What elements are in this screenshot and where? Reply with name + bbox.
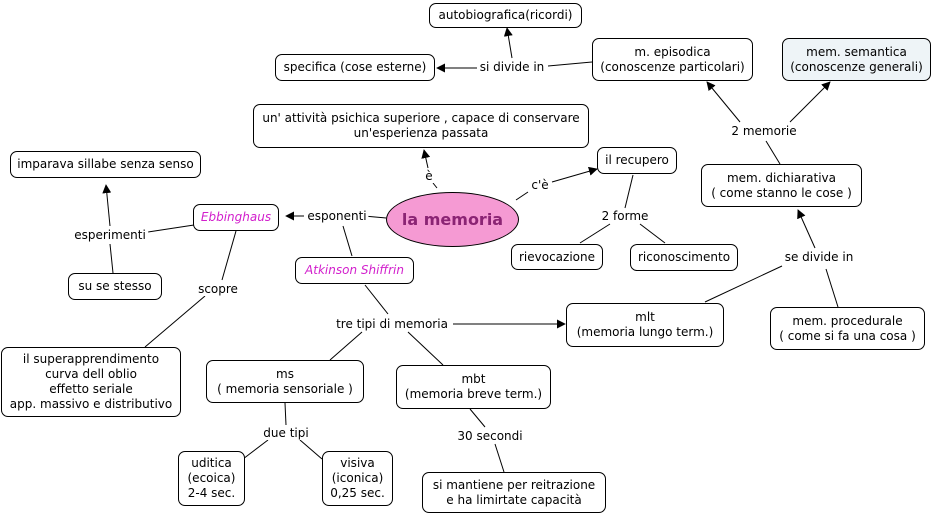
node-procedurale[interactable]: mem. procedurale ( come si fa una cosa ): [770, 307, 925, 350]
node-autobiografica[interactable]: autobiografica(ricordi): [429, 3, 582, 28]
label-due-tipi: due tipi: [261, 426, 311, 440]
link-procedurale-sedivide: [825, 268, 839, 308]
node-visiva[interactable]: visiva (iconica) 0,25 sec.: [322, 451, 393, 506]
node-rievocazione[interactable]: rievocazione: [511, 244, 603, 270]
link-atkinson-tretipi: [364, 284, 389, 315]
link-tretipi-ms: [329, 331, 363, 361]
link-recupero-2forme: [624, 174, 634, 209]
label-esponenti: esponenti: [305, 209, 369, 223]
link-esponenti-atkinson: [342, 225, 353, 257]
label-30-secondi: 30 secondi: [455, 429, 525, 443]
label-e: è: [423, 169, 435, 183]
label-se-divide-in: se divide in: [782, 250, 856, 264]
link-ce-recupero: [551, 166, 598, 183]
link-episodica-sidivide: [547, 61, 593, 67]
label-tre-tipi-di-memoria: tre tipi di memoria: [334, 317, 450, 331]
link-30secondi-reitrazione: [494, 443, 505, 473]
link-ebbinghaus-scopre: [221, 230, 237, 281]
link-e-attivita: [421, 149, 431, 169]
node-atkinson-shiffrin[interactable]: Atkinson Shiffrin: [295, 257, 414, 284]
node-reitrazione[interactable]: si mantiene per reitrazione e ha limirta…: [422, 472, 606, 513]
link-stesso-esperimenti: [109, 243, 114, 274]
label-2-forme: 2 forme: [599, 209, 651, 223]
node-ms[interactable]: ms ( memoria sensoriale ): [206, 360, 364, 403]
link-dichiarativa-2memorie: [765, 140, 781, 165]
node-su-se-stesso[interactable]: su se stesso: [68, 273, 162, 300]
link-sidivide-autobiografica: [503, 27, 513, 59]
link-esperimenti-imparava: [102, 184, 112, 227]
label-ce: c'è: [529, 178, 551, 192]
node-superapprendimento[interactable]: il superapprendimento curva dell oblio e…: [1, 347, 181, 417]
link-2memorie-episodica: [706, 81, 741, 123]
node-specifica[interactable]: specifica (cose esterne): [275, 54, 435, 81]
link-duetipi-uditica: [242, 439, 269, 460]
link-2forme-riconoscimento: [639, 223, 666, 244]
label-si-divide-in: si divide in: [477, 60, 547, 74]
link-mlt-sedivide: [704, 265, 783, 303]
node-uditica[interactable]: uditica (ecoica) 2-4 sec.: [178, 451, 245, 506]
node-episodica[interactable]: m. episodica (conoscenze particolari): [592, 38, 753, 81]
link-tretipi-mbt: [407, 331, 444, 366]
link-2memorie-semantica: [789, 81, 831, 123]
node-semantica[interactable]: mem. semantica (conoscenze generali): [782, 38, 931, 81]
link-mbt-30secondi: [469, 408, 486, 428]
node-attivita[interactable]: un' attività psichica superiore , capace…: [253, 104, 589, 148]
link-center-ce: [515, 191, 529, 201]
node-la-memoria[interactable]: la memoria: [386, 192, 519, 247]
node-ebbinghaus[interactable]: Ebbinghaus: [193, 204, 279, 231]
label-scopre: scopre: [196, 282, 240, 296]
label-2-memorie: 2 memorie: [729, 124, 799, 138]
node-riconoscimento[interactable]: riconoscimento: [630, 244, 738, 271]
node-mlt[interactable]: mlt (memoria lungo term.): [566, 303, 724, 347]
node-recupero[interactable]: il recupero: [597, 147, 677, 174]
link-2forme-rievocazione: [579, 223, 611, 244]
link-ebbinghaus-esperimenti: [147, 224, 195, 233]
link-center-e: [432, 182, 438, 189]
link-duetipi-visiva: [299, 439, 323, 460]
node-mbt[interactable]: mbt (memoria breve term.): [396, 365, 551, 409]
link-sedivide-dichiarativa: [797, 209, 816, 249]
label-esperimenti: esperimenti: [72, 228, 148, 242]
node-dichiarativa[interactable]: mem. dichiarativa ( come stanno le cose …: [701, 164, 862, 207]
link-scopre-superapprendimento: [144, 295, 206, 348]
link-ms-duetipi: [284, 402, 287, 426]
node-imparava[interactable]: imparava sillabe senza senso: [10, 151, 201, 178]
